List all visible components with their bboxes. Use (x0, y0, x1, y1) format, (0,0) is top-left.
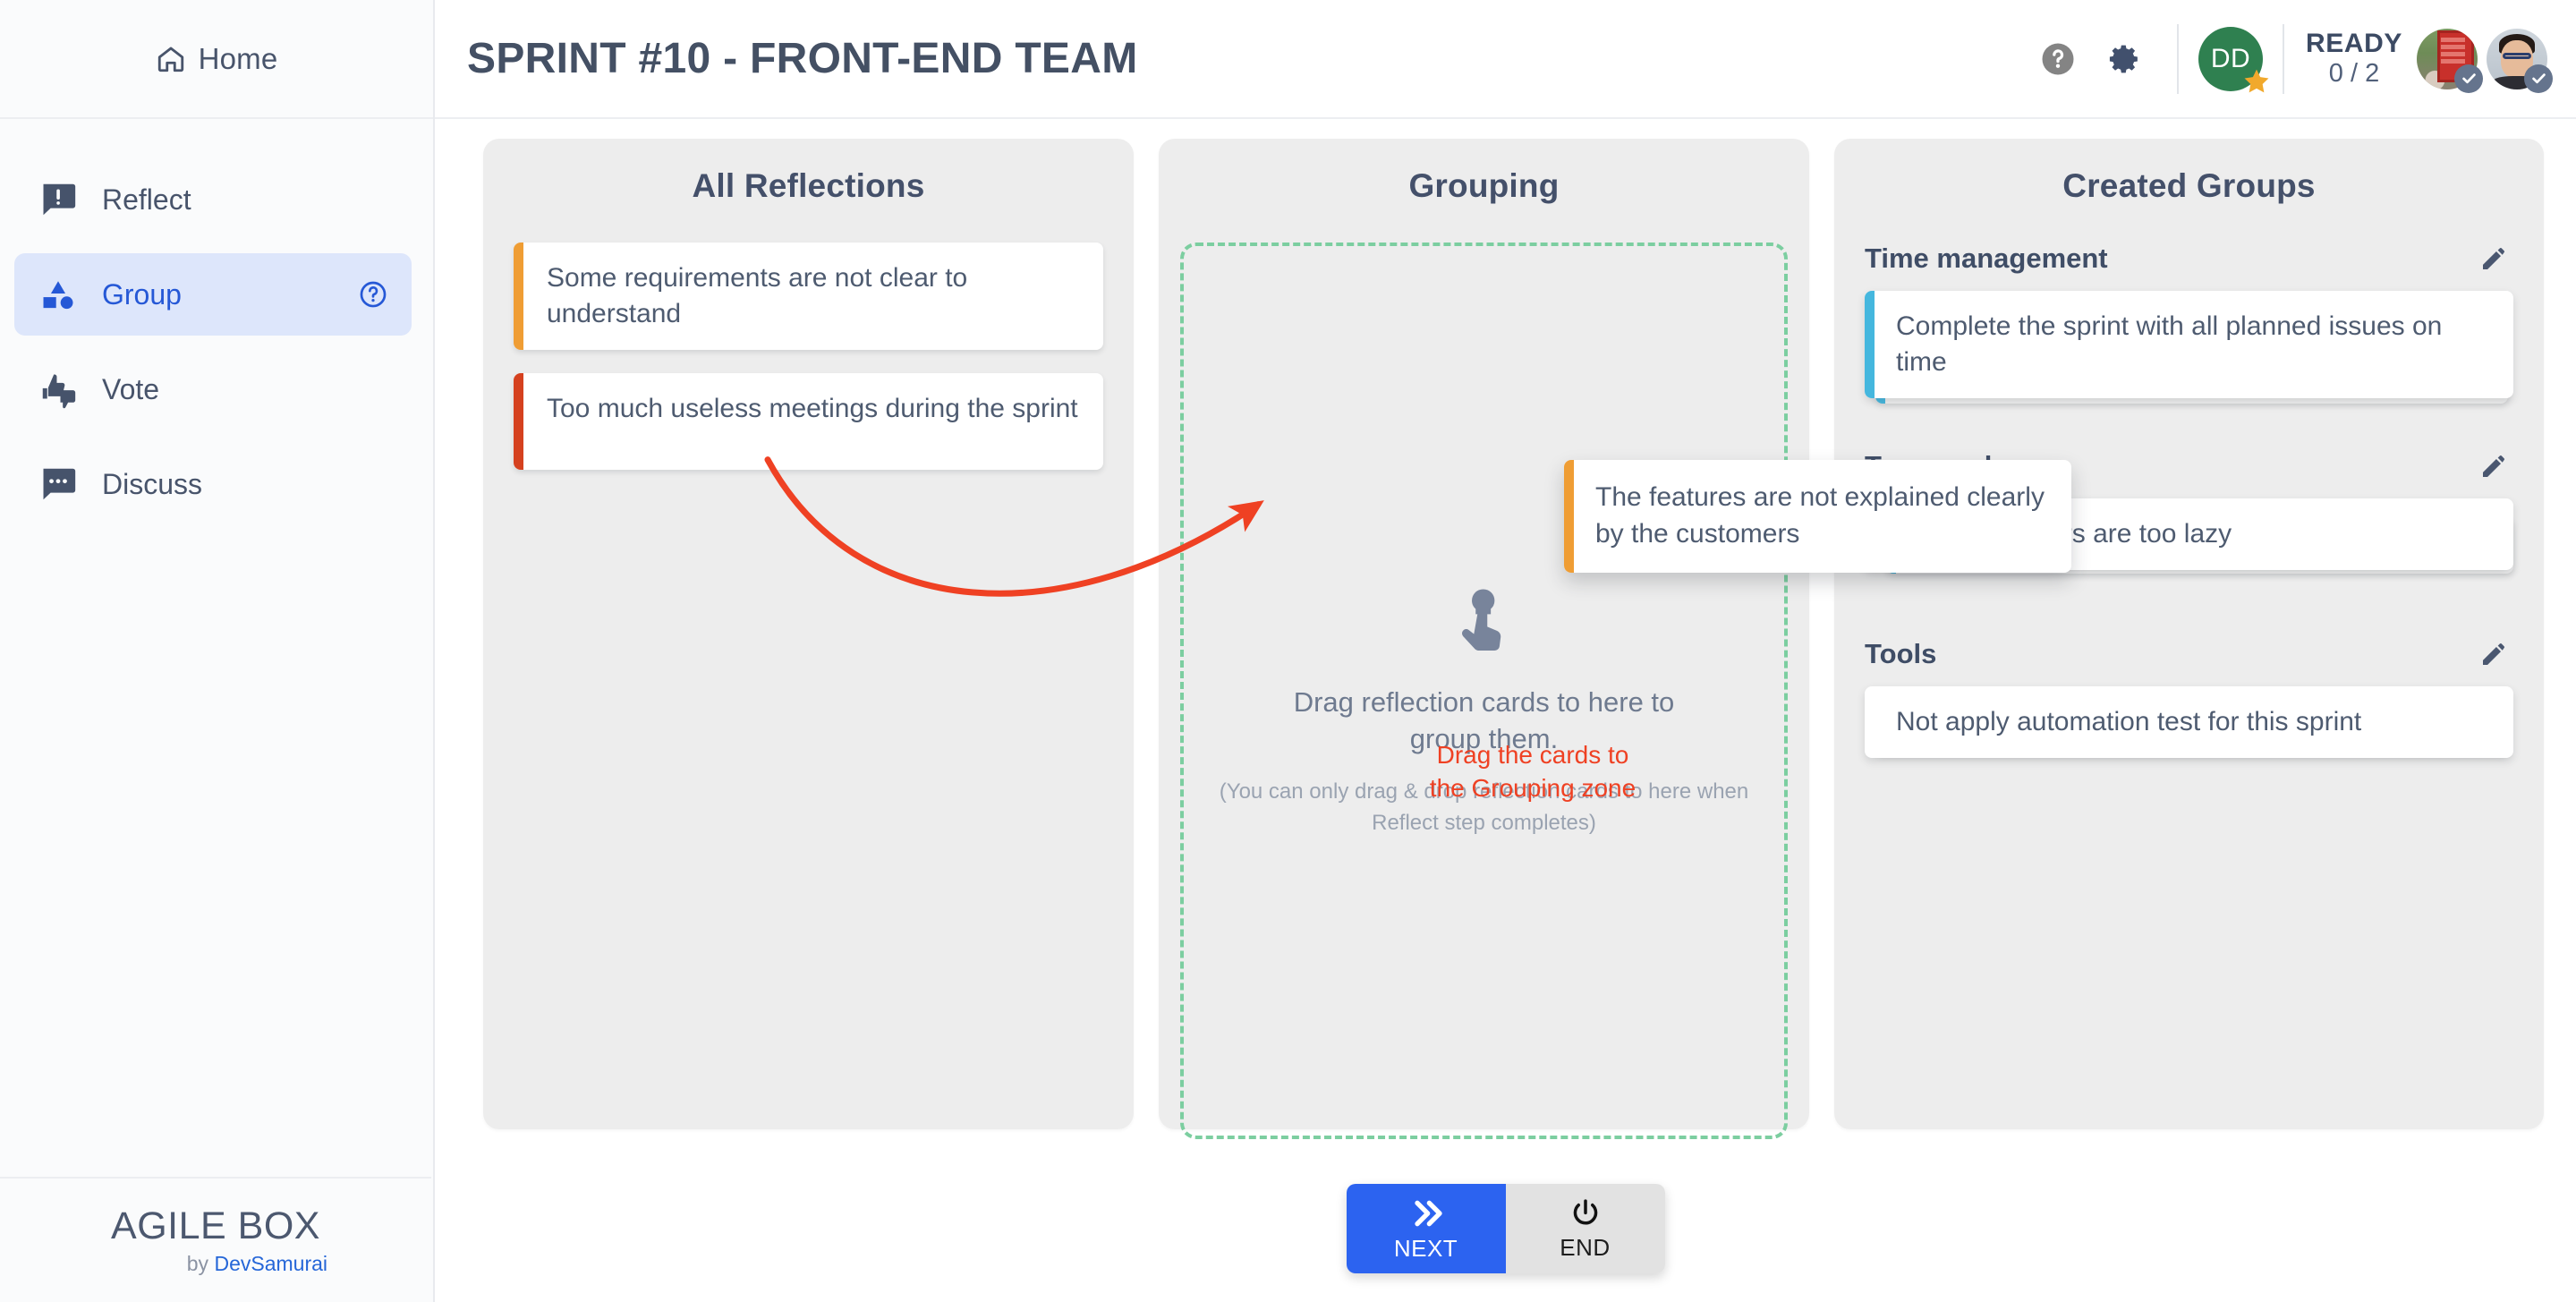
column-title: All Reflections (692, 167, 925, 204)
top-bar: SPRINT #10 - FRONT-END TEAM (435, 0, 2576, 119)
divider (2282, 23, 2284, 94)
group-header: Tools (1865, 638, 2513, 670)
group-card-stack: Not apply automation test for this sprin… (1865, 686, 2513, 776)
home-icon (156, 44, 186, 74)
discuss-icon (38, 464, 79, 505)
dragging-reflection-card[interactable]: The features are not explained clearly b… (1564, 460, 2071, 573)
group-card[interactable]: Not apply automation test for this sprin… (1865, 686, 2513, 758)
column-all-reflections: All Reflections Some requirements are no… (483, 139, 1134, 1129)
pencil-icon[interactable] (2479, 452, 2508, 481)
sidebar-item-label: Reflect (102, 183, 191, 216)
divider (2176, 23, 2179, 94)
group-card-text: Complete the sprint with all planned iss… (1896, 311, 2443, 377)
card-color-stripe (1865, 291, 1875, 398)
column-title: Created Groups (2062, 167, 2316, 204)
brand-title: AGILE BOX (111, 1204, 320, 1247)
check-icon (2454, 64, 2483, 93)
brand-by-label: by (186, 1252, 215, 1275)
page-title: SPRINT #10 - FRONT-END TEAM (467, 35, 1138, 82)
sidebar-item-discuss[interactable]: Discuss (14, 443, 412, 525)
sidebar-home-label: Home (198, 41, 278, 75)
reflect-icon (38, 179, 79, 220)
group-card-text: Not apply automation test for this sprin… (1896, 707, 2362, 736)
gear-icon[interactable] (2091, 40, 2157, 78)
vote-icon (38, 369, 79, 410)
reflection-card[interactable]: Some requirements are not clear to under… (514, 243, 1103, 350)
reflection-card-text: Some requirements are not clear to under… (547, 263, 968, 328)
sidebar-item-vote[interactable]: Vote (14, 348, 412, 430)
group-name: Time management (1865, 243, 2108, 274)
group-card[interactable]: Complete the sprint with all planned iss… (1865, 291, 2513, 398)
help-circle-icon[interactable] (2025, 40, 2091, 78)
footer: NEXT END (435, 1159, 2576, 1302)
sidebar-home-button[interactable]: Home (0, 0, 433, 119)
card-color-stripe (1564, 460, 1574, 573)
step-buttons: NEXT END (1346, 1184, 1665, 1273)
group-header: Time management (1865, 243, 2513, 275)
star-icon (2241, 66, 2272, 97)
ready-count: 0 / 2 (2328, 59, 2380, 89)
sidebar: Home Reflect (0, 0, 435, 1302)
dropzone-sub-text: (You can only drag & drop reflection car… (1219, 779, 1749, 836)
column-created-groups: Created Groups Time management (1834, 139, 2544, 1129)
dropzone-main-text: Drag reflection cards to here to group t… (1293, 686, 1675, 755)
ready-status: READY 0 / 2 (2306, 29, 2402, 89)
help-circle-icon[interactable] (358, 279, 388, 310)
next-button[interactable]: NEXT (1346, 1184, 1506, 1273)
card-color-stripe (514, 243, 523, 350)
end-button[interactable]: END (1505, 1184, 1665, 1273)
sidebar-item-label: Discuss (102, 467, 203, 500)
sidebar-item-reflect[interactable]: Reflect (14, 158, 412, 241)
sidebar-item-label: Group (102, 277, 182, 311)
pencil-icon[interactable] (2479, 244, 2508, 273)
column-title: Grouping (1408, 167, 1560, 204)
grouping-dropzone[interactable]: Drag reflection cards to here to group t… (1180, 243, 1788, 1139)
column-grouping: Grouping Drag reflection cards to here t… (1159, 139, 1809, 1139)
end-button-label: END (1560, 1233, 1611, 1261)
sidebar-nav: Reflect Group (0, 119, 433, 538)
pencil-icon[interactable] (2479, 640, 2508, 668)
check-icon (2524, 64, 2553, 93)
participant-avatar[interactable] (2417, 28, 2483, 93)
participant-avatar[interactable] (2487, 28, 2553, 93)
reflection-card[interactable]: Too much useless meetings during the spr… (514, 372, 1103, 470)
main-area: SPRINT #10 - FRONT-END TEAM (435, 0, 2576, 1302)
top-bar-actions: DD READY 0 / 2 (2025, 0, 2553, 117)
group-block: Tools Not apply automation test for this… (1865, 638, 2513, 776)
sidebar-item-label: Vote (102, 372, 160, 405)
dragging-card-text: The features are not explained clearly b… (1595, 482, 2045, 549)
brand-company: DevSamurai (214, 1252, 327, 1275)
touch-app-icon (1450, 582, 1519, 651)
avatar-photo (2487, 28, 2547, 89)
group-block: Time management Complete the sprint with… (1865, 243, 2513, 409)
brand-subtitle: by DevSamurai (187, 1252, 327, 1276)
facilitator-avatar[interactable]: DD (2198, 26, 2269, 92)
sidebar-item-group[interactable]: Group (14, 253, 412, 336)
group-card-stack: Complete the sprint with all planned iss… (1865, 291, 2513, 409)
group-icon (38, 274, 79, 315)
power-icon (1569, 1196, 1603, 1230)
group-name: Tools (1865, 638, 1937, 669)
brand-logo: AGILE BOX by DevSamurai (0, 1177, 431, 1302)
ready-label: READY (2305, 28, 2402, 58)
reflection-card-text: Too much useless meetings during the spr… (547, 393, 1078, 423)
double-chevron-right-icon (1408, 1196, 1444, 1231)
board: All Reflections Some requirements are no… (435, 119, 2576, 1159)
next-button-label: NEXT (1393, 1234, 1458, 1262)
facilitator-initials: DD (2210, 43, 2251, 73)
card-color-stripe (514, 372, 523, 470)
